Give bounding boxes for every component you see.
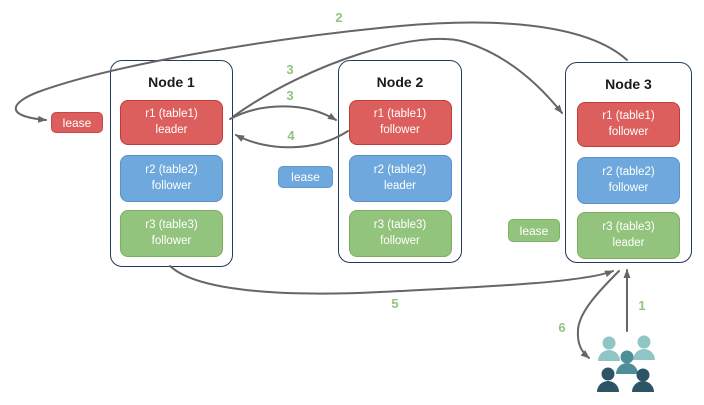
step-label-6: 6 [558, 320, 566, 335]
replica-name: r2 (table2) [373, 164, 427, 177]
step-label-3a: 3 [286, 62, 294, 77]
node-1-replica-r3: r3 (table3) follower [120, 210, 223, 257]
node-3-replica-r1: r1 (table1) follower [577, 102, 680, 147]
replica-name: r1 (table1) [373, 108, 427, 121]
node-1-title: Node 1 [148, 74, 195, 90]
node-1-replica-r1: r1 (table1) leader [120, 100, 223, 145]
node-3: Node 3 r1 (table1) follower r2 (table2) … [565, 62, 692, 263]
replica-name: r3 (table3) [373, 219, 427, 232]
node-2: Node 2 r1 (table1) follower r2 (table2) … [338, 60, 462, 263]
replica-role: follower [151, 179, 192, 192]
step-label-1: 1 [638, 298, 646, 313]
replica-name: r2 (table2) [602, 166, 655, 179]
replica-role: leader [384, 179, 416, 192]
step-label-5: 5 [391, 296, 399, 311]
arrow-step-2 [14, 21, 628, 123]
lease-badge-r3: lease [508, 219, 560, 242]
replica-name: r1 (table1) [145, 108, 198, 121]
step-label-3b: 3 [286, 88, 294, 103]
replica-name: r2 (table2) [145, 164, 198, 177]
replica-role: leader [155, 123, 188, 136]
replica-role: follower [380, 234, 420, 247]
replica-role: follower [608, 125, 649, 138]
replica-role: follower [608, 181, 649, 194]
node-3-replica-r3: r3 (table3) leader [577, 212, 680, 259]
replica-role: follower [380, 123, 420, 136]
node-2-title: Node 2 [376, 74, 424, 90]
node-2-replica-r1: r1 (table1) follower [348, 100, 452, 145]
node-3-title: Node 3 [605, 76, 652, 92]
lease-badge-r1: lease [51, 112, 103, 133]
arrow-step-5 [169, 265, 614, 295]
replica-role: follower [151, 234, 192, 247]
node-2-replica-r3: r3 (table3) follower [348, 210, 452, 257]
replica-name: r1 (table1) [602, 110, 655, 123]
replica-name: r3 (table3) [145, 219, 198, 232]
replica-name: r3 (table3) [602, 221, 655, 234]
node-2-replica-r2: r2 (table2) leader [348, 155, 452, 202]
node-1: Node 1 r1 (table1) leader r2 (table2) fo… [110, 60, 233, 267]
lease-badge-r2: lease [278, 166, 333, 188]
node-1-replica-r2: r2 (table2) follower [120, 155, 223, 202]
users-group-icon [597, 335, 655, 392]
step-label-4: 4 [287, 128, 295, 143]
replica-role: leader [612, 236, 645, 249]
step-label-2: 2 [335, 10, 343, 25]
arrow-step-3-to-node2 [229, 105, 337, 121]
node-3-replica-r2: r2 (table2) follower [577, 157, 680, 204]
arrow-step-6 [576, 270, 620, 359]
